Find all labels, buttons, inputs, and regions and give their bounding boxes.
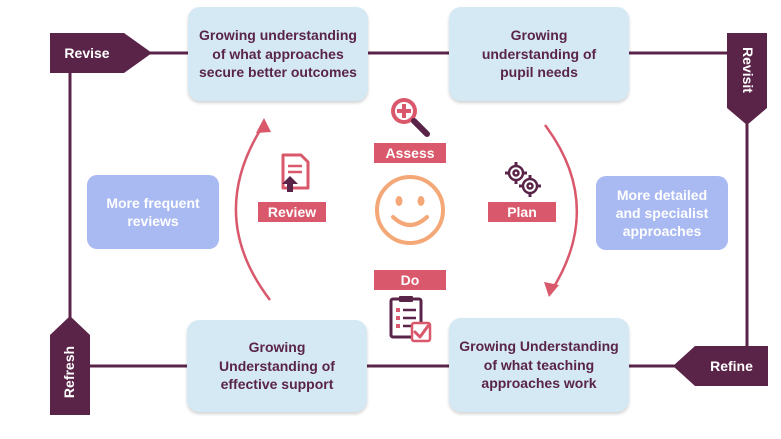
checklist-icon	[389, 296, 432, 343]
magnifier-plus-icon	[391, 98, 430, 137]
step-assess: Assess	[374, 143, 446, 163]
node-bottom-right: Growing Understanding of what teaching a…	[449, 318, 629, 412]
side-note-left-text: More frequent reviews	[106, 194, 200, 229]
revise-tag-shape	[50, 33, 152, 73]
step-do: Do	[374, 270, 446, 290]
cycle-arrowhead-right	[544, 282, 559, 297]
refresh-tag-shape	[50, 316, 90, 415]
revise-label: Revise	[64, 45, 110, 61]
side-note-left: More frequent reviews	[87, 175, 219, 249]
refine-label: Refine	[710, 358, 753, 374]
node-top-right: Growing understanding of pupil needs	[449, 7, 629, 101]
node-top-left: Growing understanding of what approaches…	[188, 7, 368, 101]
node-bottom-left-text: Growing Understanding of effective suppo…	[219, 339, 335, 393]
cycle-arrowhead-left	[256, 118, 271, 133]
refresh-label: Refresh	[61, 345, 77, 399]
smiley-face-icon	[375, 175, 445, 245]
document-upload-icon	[281, 153, 310, 192]
step-plan: Plan	[488, 202, 556, 222]
revisit-tag-shape	[727, 33, 767, 125]
side-note-right: More detailed and specialist approaches	[596, 176, 728, 250]
refine-tag-shape	[673, 346, 768, 386]
revisit-label: Revisit	[740, 47, 756, 93]
node-bottom-right-text: Growing Understanding of what teaching a…	[459, 338, 619, 392]
node-bottom-left: Growing Understanding of effective suppo…	[187, 320, 367, 412]
gears-icon	[505, 162, 541, 197]
node-top-left-text: Growing understanding of what approaches…	[199, 27, 357, 81]
step-review: Review	[258, 202, 326, 222]
side-note-right-text: More detailed and specialist approaches	[615, 186, 709, 240]
cycle-arc-left	[234, 123, 271, 301]
node-top-right-text: Growing understanding of pupil needs	[481, 27, 597, 81]
cycle-arc-right	[543, 124, 578, 291]
